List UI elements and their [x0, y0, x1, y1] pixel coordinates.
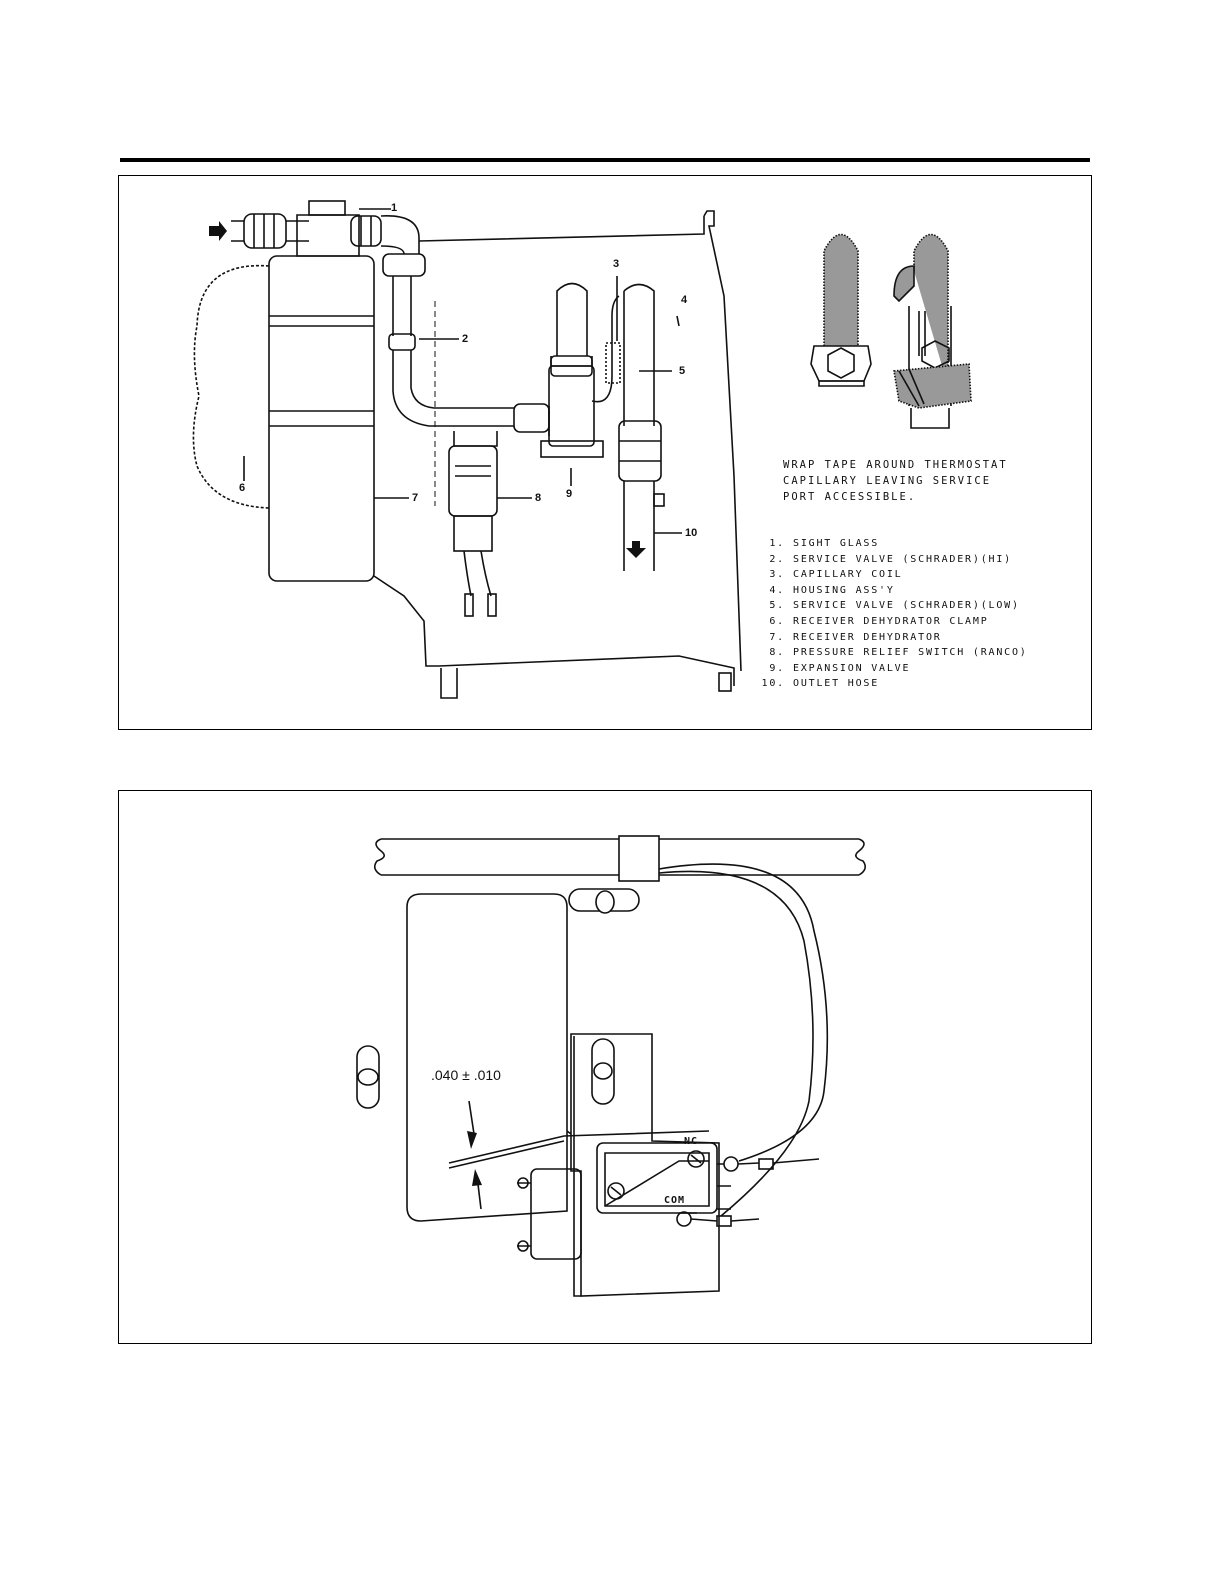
figure-2-panel: .040 ± .010 NC COM	[118, 790, 1092, 1344]
nc-terminal	[717, 1156, 820, 1172]
legend-item: 2.SERVICE VALVE (SCHRADER)(HI)	[769, 553, 1012, 565]
callout-10: 10	[685, 527, 698, 539]
inlet-arrow-icon	[209, 221, 227, 241]
callout-1: 1	[391, 202, 398, 214]
pressure-switch-diagram	[356, 835, 867, 1297]
mounting-plate	[406, 893, 568, 1222]
switch-bracket	[570, 1033, 720, 1297]
tape-wrap-note: WRAP TAPE AROUND THERMOSTAT CAPILLARY LE…	[783, 459, 1008, 503]
callout-9: 9	[566, 488, 573, 500]
housing	[373, 575, 735, 686]
figure-1-panel: 1 2 3 4 5 6 7 8 9 10 WRAP TAPE AROUND TH…	[118, 175, 1092, 730]
legend-item: 7.RECEIVER DEHYDRATOR	[769, 631, 942, 643]
pipe-clamp	[618, 835, 660, 882]
micro-switch	[596, 1142, 718, 1214]
callout-2: 2	[462, 333, 469, 345]
receiver-dehydrator	[268, 255, 375, 582]
callout-7: 7	[412, 492, 419, 504]
gap-arrow-down-icon	[467, 1131, 477, 1149]
callout-4: 4	[681, 294, 688, 306]
pressure-relief-switch	[448, 445, 498, 517]
gap-arrow-up-icon	[472, 1169, 482, 1186]
expansion-valve	[548, 365, 595, 447]
com-terminal	[676, 1211, 760, 1227]
receiver-dehydrator-diagram	[192, 200, 972, 699]
legend-item: 9.EXPANSION VALVE	[769, 662, 911, 674]
slot-top	[568, 888, 640, 914]
dehydrator-clamp	[192, 264, 270, 509]
nc-label: NC	[684, 1136, 699, 1147]
com-label: COM	[664, 1195, 686, 1206]
legend-item: 5.SERVICE VALVE (SCHRADER)(LOW)	[769, 600, 1020, 612]
outlet-arrow-icon	[626, 541, 646, 558]
legend-item: 8.PRESSURE RELIEF SWITCH (RANCO)	[769, 647, 1028, 659]
header-rule	[120, 158, 1090, 162]
legend-item: 6.RECEIVER DEHYDRATOR CLAMP	[769, 615, 989, 627]
callout-6: 6	[239, 482, 246, 494]
callout-3: 3	[613, 258, 620, 270]
slot-left	[356, 1045, 380, 1109]
capillary-coil	[605, 342, 621, 384]
actuator-lever	[448, 1130, 710, 1169]
callout-5: 5	[679, 365, 686, 377]
parts-legend: 1.SIGHT GLASS 2.SERVICE VALVE (SCHRADER)…	[757, 536, 1028, 692]
legend-item: 1.SIGHT GLASS	[769, 538, 880, 549]
slot-bracket	[591, 1038, 615, 1105]
callout-8: 8	[535, 492, 542, 504]
legend-item: 3.CAPILLARY COIL	[769, 569, 903, 581]
tape-wrap-detail	[810, 233, 972, 429]
gap-tolerance-label: .040 ± .010	[431, 1067, 501, 1083]
capillary-wire	[658, 863, 829, 1217]
legend-item: 4.HOUSING ASS'Y	[769, 584, 895, 596]
legend-item: 10.OUTLET HOSE	[761, 678, 880, 690]
